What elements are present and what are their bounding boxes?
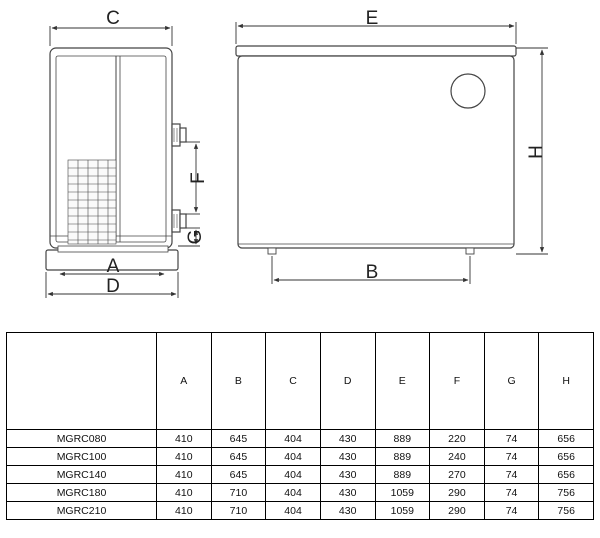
water-connection-upper — [171, 123, 187, 147]
table-cell: 74 — [483, 465, 540, 484]
dim-label-g: G — [185, 230, 206, 245]
table-row: MGRC080 410 645 404 430 889 220 74 656 — [6, 429, 594, 448]
side-view — [45, 47, 187, 271]
front-view-foot-left — [267, 247, 277, 255]
dim-label-h: H — [526, 145, 547, 159]
table-cell: 270 — [429, 465, 485, 484]
table-cell: 645 — [210, 447, 267, 466]
table-cell: 645 — [210, 465, 267, 484]
table-row: MGRC140 410 645 404 430 889 270 74 656 — [6, 465, 594, 484]
model-cell: MGRC100 — [6, 447, 157, 466]
dim-label-d: D — [106, 276, 120, 297]
table-cell: 430 — [319, 465, 376, 484]
table-cell: 656 — [538, 447, 594, 466]
table-cell: 404 — [265, 501, 321, 520]
table-cell: 74 — [483, 447, 540, 466]
table-cell: 404 — [265, 429, 321, 448]
table-cell: 889 — [374, 465, 431, 484]
table-cell: 756 — [538, 483, 594, 502]
model-cell: MGRC180 — [6, 483, 157, 502]
table-cell: 430 — [319, 447, 376, 466]
table-header-cell: E — [374, 332, 431, 430]
table-header-cell: D — [319, 332, 376, 430]
model-cell: MGRC210 — [6, 501, 157, 520]
table-cell: 220 — [429, 429, 485, 448]
table-cell: 290 — [429, 483, 485, 502]
table-header-cell: C — [265, 332, 321, 430]
dim-label-b: B — [366, 262, 379, 283]
table-cell: 710 — [210, 501, 267, 520]
model-cell: MGRC080 — [6, 429, 157, 448]
dimensions-table: A B C D E F G H MGRC080 410 645 404 430 … — [6, 332, 594, 520]
table-cell: 430 — [319, 483, 376, 502]
fan-circle — [450, 73, 486, 109]
water-connection-lower — [171, 209, 187, 233]
table-cell: 756 — [538, 501, 594, 520]
table-cell: 710 — [210, 483, 267, 502]
table-cell: 410 — [156, 483, 212, 502]
table-cell: 645 — [210, 429, 267, 448]
table-cell: 1059 — [374, 501, 431, 520]
table-header-row: A B C D E F G H — [6, 332, 594, 430]
model-cell: MGRC140 — [6, 465, 157, 484]
dim-label-a: A — [107, 256, 120, 277]
table-header-cell: A — [156, 332, 212, 430]
table-cell: 889 — [374, 429, 431, 448]
table-cell: 889 — [374, 447, 431, 466]
table-row: MGRC210 410 710 404 430 1059 290 74 756 — [6, 501, 594, 520]
table-header-cell: B — [210, 332, 267, 430]
table-cell: 430 — [319, 501, 376, 520]
dim-label-f: F — [188, 172, 209, 184]
table-cell: 290 — [429, 501, 485, 520]
table-cell: 430 — [319, 429, 376, 448]
table-cell: 410 — [156, 465, 212, 484]
dim-label-c: C — [106, 8, 120, 29]
table-row: MGRC180 410 710 404 430 1059 290 74 756 — [6, 483, 594, 502]
front-view-top-cover — [235, 45, 517, 57]
front-view-foot-right — [465, 247, 475, 255]
table-cell: 1059 — [374, 483, 431, 502]
table-cell: 74 — [483, 501, 540, 520]
table-cell: 74 — [483, 429, 540, 448]
table-header-cell: F — [429, 332, 485, 430]
ventilation-grille — [67, 159, 117, 245]
dim-label-e: E — [366, 8, 379, 29]
table-cell: 240 — [429, 447, 485, 466]
table-cell: 410 — [156, 429, 212, 448]
table-cell: 656 — [538, 429, 594, 448]
front-view-casing — [237, 55, 515, 249]
table-cell: 404 — [265, 465, 321, 484]
dimension-drawing: C F G A D E H B — [45, 8, 548, 298]
table-cell: 404 — [265, 483, 321, 502]
table-header-corner — [6, 332, 157, 430]
table-cell: 656 — [538, 465, 594, 484]
front-view — [235, 45, 517, 255]
table-header-cell: G — [483, 332, 540, 430]
table-cell: 410 — [156, 501, 212, 520]
table-cell: 410 — [156, 447, 212, 466]
table-cell: 404 — [265, 447, 321, 466]
table-header-cell: H — [538, 332, 594, 430]
table-row: MGRC100 410 645 404 430 889 240 74 656 — [6, 447, 594, 466]
table-cell: 74 — [483, 483, 540, 502]
